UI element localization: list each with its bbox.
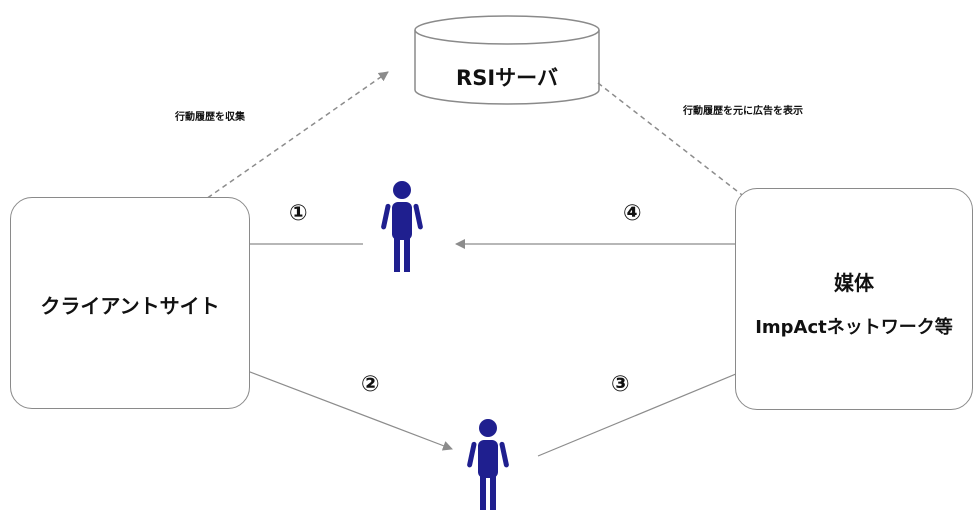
arrow-display bbox=[597, 82, 801, 241]
rsi-server-cylinder bbox=[414, 15, 600, 105]
arrow-step-3 bbox=[537, 362, 761, 457]
arrow-step-2 bbox=[228, 363, 453, 451]
media-title: 媒体 bbox=[834, 271, 874, 295]
person-icon bbox=[467, 419, 509, 510]
collect-annotation: 行動履歴を収集 bbox=[175, 112, 245, 123]
rsi-server-label: RSIサーバ bbox=[456, 66, 558, 90]
media-subtitle: ImpActネットワーク等 bbox=[755, 317, 953, 338]
client-site-label: クライアントサイト bbox=[40, 294, 220, 318]
display-annotation: 行動履歴を元に広告を表示 bbox=[683, 106, 803, 117]
media-box bbox=[735, 188, 973, 410]
person-icon bbox=[381, 181, 423, 272]
step-3-label: ③ bbox=[611, 372, 630, 397]
arrow-collect bbox=[192, 71, 389, 209]
step-1-label: ① bbox=[289, 201, 308, 226]
step-4-label: ④ bbox=[623, 201, 642, 226]
client-site-box bbox=[10, 197, 250, 409]
step-2-label: ② bbox=[361, 372, 380, 397]
